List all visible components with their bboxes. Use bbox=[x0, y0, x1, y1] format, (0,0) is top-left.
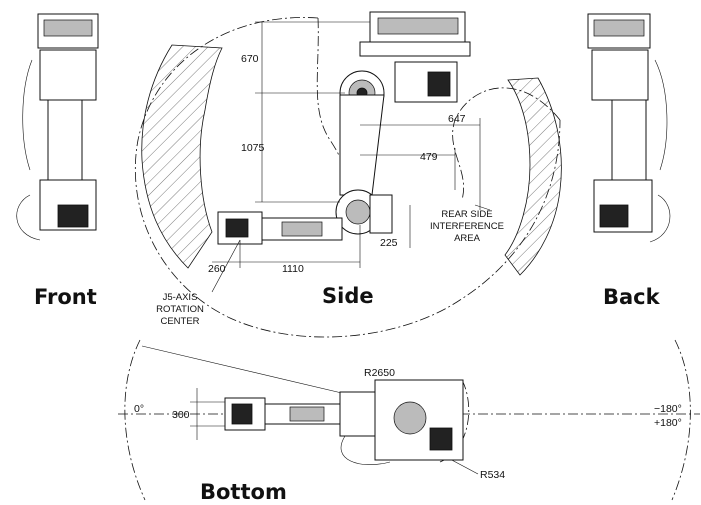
dim-r534: R534 bbox=[480, 469, 505, 481]
bottom-r534-arc bbox=[439, 379, 470, 463]
bottom-elbow bbox=[339, 391, 376, 437]
side-right-hatch-area bbox=[504, 77, 562, 276]
front-view: Front bbox=[16, 13, 99, 309]
side-rear-sweep bbox=[452, 87, 561, 201]
r534-leader bbox=[447, 457, 479, 475]
front-cable bbox=[22, 59, 33, 171]
rear-note-line3: AREA bbox=[454, 233, 481, 244]
dim-260: 260 bbox=[208, 263, 226, 275]
back-cable-lower bbox=[649, 194, 671, 243]
side-view: 670 1075 647 479 225 260 1110 REAR SIDE … bbox=[134, 11, 562, 338]
j5-note-line2: ROTATION bbox=[156, 304, 204, 315]
side-forearm-detail bbox=[281, 221, 323, 237]
bottom-wrist-flange bbox=[231, 403, 253, 425]
front-wrist-flange bbox=[57, 204, 89, 228]
dim-670: 670 bbox=[241, 53, 259, 65]
front-shoulder bbox=[39, 49, 97, 101]
dim-225: 225 bbox=[380, 237, 398, 249]
j5-leader bbox=[211, 239, 241, 293]
bottom-envelope-left bbox=[124, 339, 146, 501]
bottom-view: 300 R2650 R534 0° −180° +180° Bottom bbox=[118, 339, 700, 504]
dim-r2650: R2650 bbox=[364, 367, 395, 379]
back-wrist-flange bbox=[599, 204, 629, 228]
j5-note-line1: J5-AXIS bbox=[163, 292, 198, 303]
side-lower-arm bbox=[339, 94, 385, 196]
side-envelope-arc bbox=[134, 17, 561, 338]
rear-leader bbox=[474, 204, 491, 211]
j5-note-line3: CENTER bbox=[160, 316, 199, 327]
front-cable-lower bbox=[16, 194, 41, 241]
bottom-forearm-detail bbox=[289, 406, 325, 422]
side-label: Side bbox=[322, 284, 374, 308]
side-base-mount bbox=[359, 41, 471, 57]
dim-647: 647 bbox=[448, 113, 466, 125]
rear-note-line2: INTERFERENCE bbox=[430, 221, 504, 232]
side-motor-cap bbox=[427, 71, 451, 97]
front-label: Front bbox=[34, 285, 97, 309]
dim-1075: 1075 bbox=[241, 142, 265, 154]
back-label: Back bbox=[603, 285, 661, 309]
back-lower-arm bbox=[611, 99, 647, 181]
front-base-detail bbox=[43, 19, 93, 37]
dim-479: 479 bbox=[420, 151, 438, 163]
side-left-hatch-area bbox=[141, 44, 223, 269]
back-base-detail bbox=[593, 19, 645, 37]
bottom-label: Bottom bbox=[200, 480, 287, 504]
bottom-base-hub bbox=[393, 401, 427, 435]
angle-neg180: −180° bbox=[654, 403, 682, 415]
front-lower-arm bbox=[47, 99, 83, 181]
side-base-detail bbox=[377, 17, 459, 35]
rear-note-line1: REAR SIDE bbox=[441, 209, 492, 220]
back-shoulder bbox=[591, 49, 649, 101]
side-elbow-hub-inner bbox=[345, 199, 371, 225]
back-view: Back bbox=[587, 13, 671, 309]
back-cable bbox=[654, 59, 668, 171]
angle-pos180: +180° bbox=[654, 417, 682, 429]
bottom-base-motor bbox=[429, 427, 453, 451]
angle-0: 0° bbox=[134, 403, 144, 415]
side-elbow-motor bbox=[369, 194, 393, 234]
dim-300: 300 bbox=[172, 409, 190, 421]
dim-1110: 1110 bbox=[282, 263, 304, 275]
bottom-cable bbox=[340, 435, 391, 465]
bottom-envelope-right bbox=[671, 339, 691, 501]
side-wrist-flange bbox=[225, 218, 249, 238]
